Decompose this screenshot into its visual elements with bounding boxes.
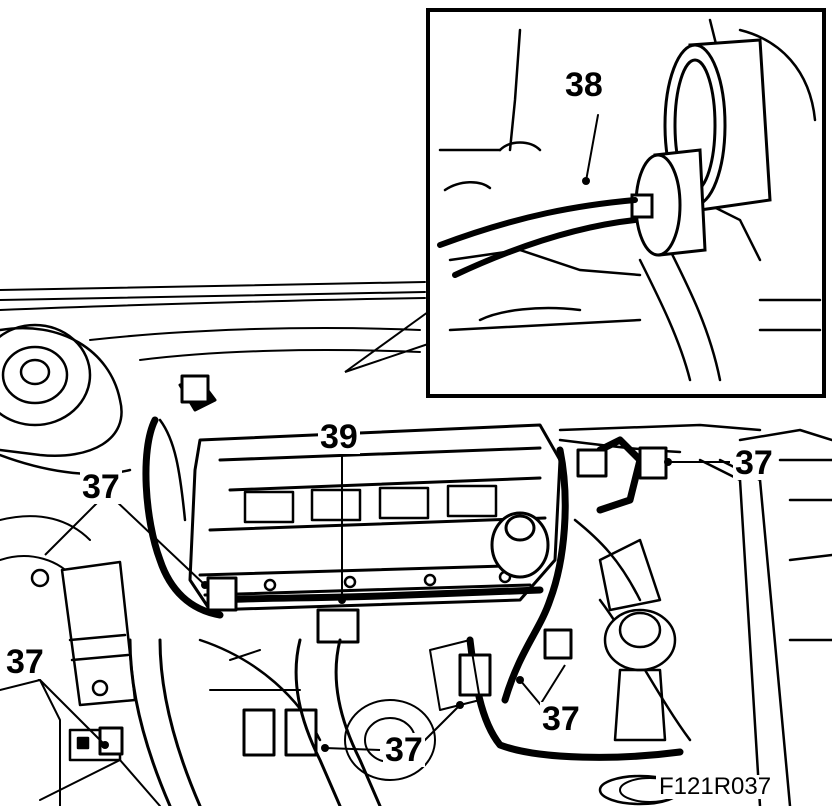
callout-37-right-lower: 37 (540, 700, 582, 738)
figure-code: F121R037 (656, 775, 775, 799)
right-components (558, 423, 832, 806)
valve-cover (188, 423, 562, 612)
ignition-coils (243, 484, 512, 592)
strut-tower-left (0, 323, 132, 476)
harness-connectors (98, 374, 668, 757)
callout-37-bottom: 37 (383, 731, 425, 769)
callout-37-left: 37 (80, 468, 122, 506)
callout-37-lower-left: 37 (4, 643, 46, 681)
intake-hose (128, 638, 382, 806)
inset-detail (426, 8, 826, 398)
callout-39: 39 (318, 418, 360, 456)
callout-37-right-upper: 37 (733, 444, 775, 482)
oil-filler-cap (490, 511, 550, 579)
callout-38: 38 (563, 66, 605, 104)
body-outline (0, 281, 426, 361)
leader-dots (101, 458, 672, 752)
